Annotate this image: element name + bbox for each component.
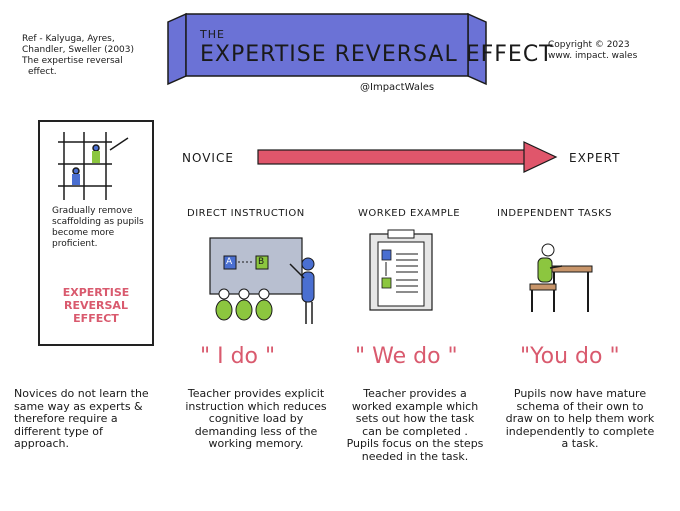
scaffold-label: EXPERTISE REVERSAL EFFECT [46,286,146,325]
board-label-b: B [258,257,265,267]
quote-you-do: "You do " [520,344,620,369]
quote-we-do: " We do " [355,344,458,369]
board-label-a: A [226,257,233,267]
direct-instruction-drawing [209,237,315,324]
independent-tasks-drawing [529,243,593,312]
scaffold-label-line-3: EFFECT [73,312,119,325]
novice-expert-arrow [257,141,558,173]
novice-note: Novices do not learn the same way as exp… [14,387,149,450]
worked-example-drawing [369,229,433,311]
social-handle: @ImpactWales [360,82,435,93]
copyright-line-1: Copyright © 2023 [548,40,630,50]
scaffold-label-line-2: REVERSAL [64,299,128,312]
scaffold-panel [38,120,154,346]
reference-line-1: Ref - Kalyuga, Ayres, [22,34,115,44]
stage-label-independent-tasks: INDEPENDENT TASKS [497,208,612,219]
copyright-note: Copyright © 2023 www. impact. wales [548,40,668,62]
stage-label-direct-instruction: DIRECT INSTRUCTION [187,208,305,219]
page-title: EXPERTISE REVERSAL EFFECT [200,42,554,67]
reference-line-3: The expertise reversal [22,56,123,66]
description-direct-instruction: Teacher provides explicit instruction wh… [185,387,327,450]
reference-line-4: effect. [28,67,57,77]
copyright-line-2: www. impact. wales [548,51,638,61]
novice-label: NOVICE [182,151,234,165]
description-independent-tasks: Pupils now have mature schema of their o… [505,387,655,450]
scaffolding-drawing [58,132,129,200]
stage-label-worked-example: WORKED EXAMPLE [358,208,461,219]
expert-label: EXPERT [569,151,621,165]
quote-i-do: " I do " [200,344,276,369]
description-worked-example: Teacher provides a worked example which … [346,387,484,463]
scaffold-caption: Gradually remove scaffolding as pupils b… [52,206,144,249]
title-banner [167,12,487,86]
title-prefix: THE [200,28,225,41]
reference-note: Ref - Kalyuga, Ayres, Chandler, Sweller … [22,34,162,78]
scaffold-label-line-1: EXPERTISE [62,286,130,299]
reference-line-2: Chandler, Sweller (2003) [22,45,135,55]
